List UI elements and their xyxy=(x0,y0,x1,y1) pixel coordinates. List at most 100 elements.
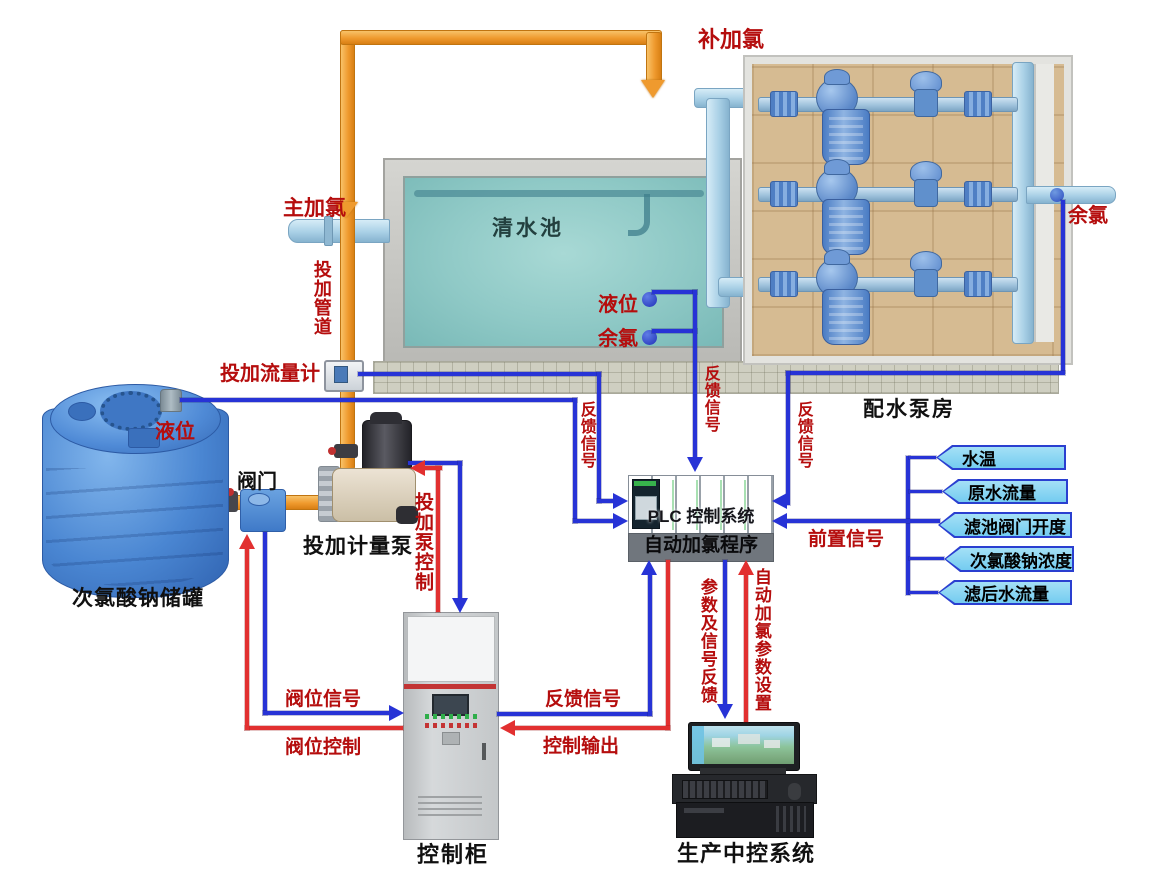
inlet-pipe xyxy=(288,219,390,243)
plc-module-leds xyxy=(664,480,768,530)
outlet-pipe-right xyxy=(1026,186,1116,204)
signal-flowmeter-h2 xyxy=(597,499,617,503)
dosing-pipe-drop xyxy=(646,32,662,84)
cabinet-display xyxy=(432,694,469,716)
arrow-into-plc-bottom xyxy=(641,560,657,575)
monitor-screen-sidebar xyxy=(692,726,704,764)
valve-top xyxy=(248,493,270,506)
pump-control-v xyxy=(436,466,440,612)
dosing-pipe-valve xyxy=(334,444,358,458)
pool-water-streak xyxy=(414,190,704,197)
banner-stub xyxy=(909,456,936,459)
cabinet-indicator-row xyxy=(425,714,477,719)
control-output-label: 控制输出 xyxy=(543,736,620,757)
signal-pump-v xyxy=(458,461,462,598)
auto-param-setting-label: 自动加氯参数设置 xyxy=(751,568,771,712)
plc-title: PLC 控制系统 xyxy=(647,507,755,526)
plc-band xyxy=(628,533,774,562)
signal-valvepos-v xyxy=(263,532,267,715)
params-feedback-label: 参数及信号反馈 xyxy=(697,578,717,704)
signal-pump-h xyxy=(408,461,462,465)
dosing-pipe-top xyxy=(340,30,662,45)
arrow-into-plc-left-2 xyxy=(613,513,628,529)
arrow-into-valve xyxy=(239,534,255,549)
dosing-pipe-valve-handle xyxy=(328,447,336,455)
main-chlorine-label: 主加氯 xyxy=(283,197,346,220)
tank-label: 次氯酸钠储罐 xyxy=(72,587,204,610)
inlet-pipe-flange xyxy=(324,216,333,246)
banner-label: 滤池阀门开度 xyxy=(940,514,1070,536)
dosing-pipeline-label: 投加管道 xyxy=(311,260,332,336)
valve-control-h xyxy=(245,726,403,730)
dosing-pump-control-label: 投加泵控制 xyxy=(411,492,433,592)
banner-bracket xyxy=(906,456,910,595)
screen-building xyxy=(712,738,730,747)
computer-case-vents xyxy=(776,806,806,832)
pump-house-label: 配水泵房 xyxy=(863,398,955,421)
outlet-chlorine-label: 余氯 xyxy=(1068,205,1108,227)
pool-label: 清水池 xyxy=(492,217,564,240)
tank-level-label: 液位 xyxy=(155,421,195,443)
workstation-label: 生产中控系统 xyxy=(677,841,816,866)
keyboard xyxy=(682,780,768,799)
cabinet-vents xyxy=(418,794,482,816)
valve-control-v xyxy=(245,548,249,730)
feedback-pumphouse-label: 反馈信号 xyxy=(794,401,812,469)
arrow-into-cabinet-left xyxy=(389,705,404,721)
flow-meter-screen xyxy=(334,366,348,383)
banner-filter-valve-opening: 滤池阀门开度 xyxy=(938,512,1072,538)
cabinet-handle xyxy=(482,743,486,760)
banner-label: 滤后水流量 xyxy=(940,582,1070,603)
dosing-pump-label: 投加计量泵 xyxy=(303,535,413,558)
signal-plc-to-pc-v xyxy=(723,560,727,706)
banner-filtered-water-flow: 滤后水流量 xyxy=(938,580,1072,605)
pool-level-sensor xyxy=(642,292,657,307)
signal-tanklevel-h xyxy=(180,398,577,402)
pool-water-streak-hook xyxy=(628,194,650,236)
signal-outletchlorine-v1 xyxy=(1061,200,1065,373)
flow-meter-body xyxy=(324,360,364,392)
signal-front-h xyxy=(786,519,940,523)
computer-drive-slot xyxy=(684,808,724,813)
dosing-pump-motor xyxy=(362,420,412,474)
banner-hypochlorite-concentration: 次氯酸钠浓度 xyxy=(944,546,1074,572)
signal-outletchlorine-v2 xyxy=(786,371,790,505)
param-setting-v xyxy=(744,574,748,722)
tank-ribs xyxy=(46,468,223,586)
monitor-shelf xyxy=(700,768,786,774)
cabinet-top-panel xyxy=(407,616,495,682)
arrow-into-pump xyxy=(410,460,425,476)
valve-position-control-label: 阀位控制 xyxy=(285,737,362,758)
pool-level-label: 液位 xyxy=(598,294,638,316)
signal-valvepos-h xyxy=(263,711,391,715)
tank-level-sensor xyxy=(160,389,182,412)
screen-building xyxy=(764,740,780,748)
screen-building xyxy=(738,734,760,744)
valve-label: 阀门 xyxy=(237,471,277,493)
signal-tanklevel-h2 xyxy=(573,519,617,523)
cabinet-red-stripe xyxy=(404,684,496,689)
tank-hatch xyxy=(100,391,162,431)
arrow-into-plc-right-2 xyxy=(772,513,787,529)
banner-stub xyxy=(909,591,938,594)
supplementary-chlorine-label: 补加氯 xyxy=(698,27,765,52)
plc-cpu-label-area xyxy=(635,496,657,520)
arrow-into-plc-left-1 xyxy=(613,493,628,509)
valve-position-signal-label: 阀位信号 xyxy=(285,689,362,710)
front-signal-label: 前置信号 xyxy=(808,529,885,550)
main-chlorine-arrow xyxy=(334,202,358,218)
pump-row xyxy=(758,69,1038,169)
cabinet-indicator-row xyxy=(425,723,477,728)
feedback-pool-label: 反馈信号 xyxy=(701,365,719,433)
tank-pipe-valve-handle xyxy=(226,488,234,496)
banner-stub xyxy=(909,490,942,493)
supplementary-chlorine-arrow xyxy=(641,80,665,98)
feedback-left-label: 反馈信号 xyxy=(577,401,595,469)
signal-poolsensors-v xyxy=(693,290,697,457)
banner-label: 水温 xyxy=(938,447,1064,468)
tiled-apron xyxy=(373,361,1059,394)
arrow-into-cabinet-right xyxy=(500,720,515,736)
feedback-cabinet-label: 反馈信号 xyxy=(545,689,622,710)
header-pipe-vertical xyxy=(706,98,730,308)
